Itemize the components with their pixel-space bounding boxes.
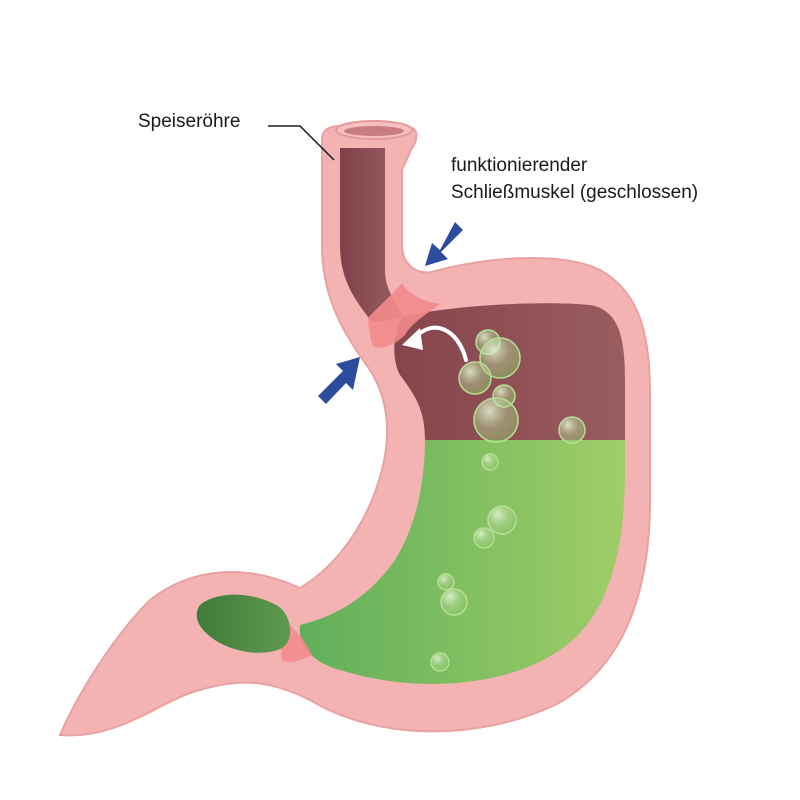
bubble: [430, 652, 450, 672]
bubble: [481, 453, 499, 471]
gas-bubbles: [430, 329, 586, 672]
label-sphincter: funktionierender Schließmuskel (geschlos…: [451, 152, 698, 206]
bubble: [487, 505, 517, 535]
label-esophagus: Speiseröhre: [138, 111, 241, 132]
bubble: [437, 573, 455, 591]
blue-arrow-icon: [318, 357, 360, 404]
duodenum-lumen: [196, 594, 291, 653]
bubble: [558, 416, 586, 444]
bubble: [473, 527, 495, 549]
label-leader-line: [268, 125, 335, 161]
curved-arrow-icon: [402, 325, 468, 362]
label-sphincter-line2: Schließmuskel (geschlossen): [451, 182, 699, 203]
label-sphincter-line1: funktionierender: [451, 155, 588, 176]
blue-arrow-icon: [425, 222, 463, 266]
bubble: [479, 337, 521, 379]
esophagus-lumen: [340, 148, 403, 322]
bubble: [473, 397, 519, 443]
bubble: [440, 588, 468, 616]
bubble: [458, 361, 492, 395]
sphincter: [368, 283, 440, 348]
